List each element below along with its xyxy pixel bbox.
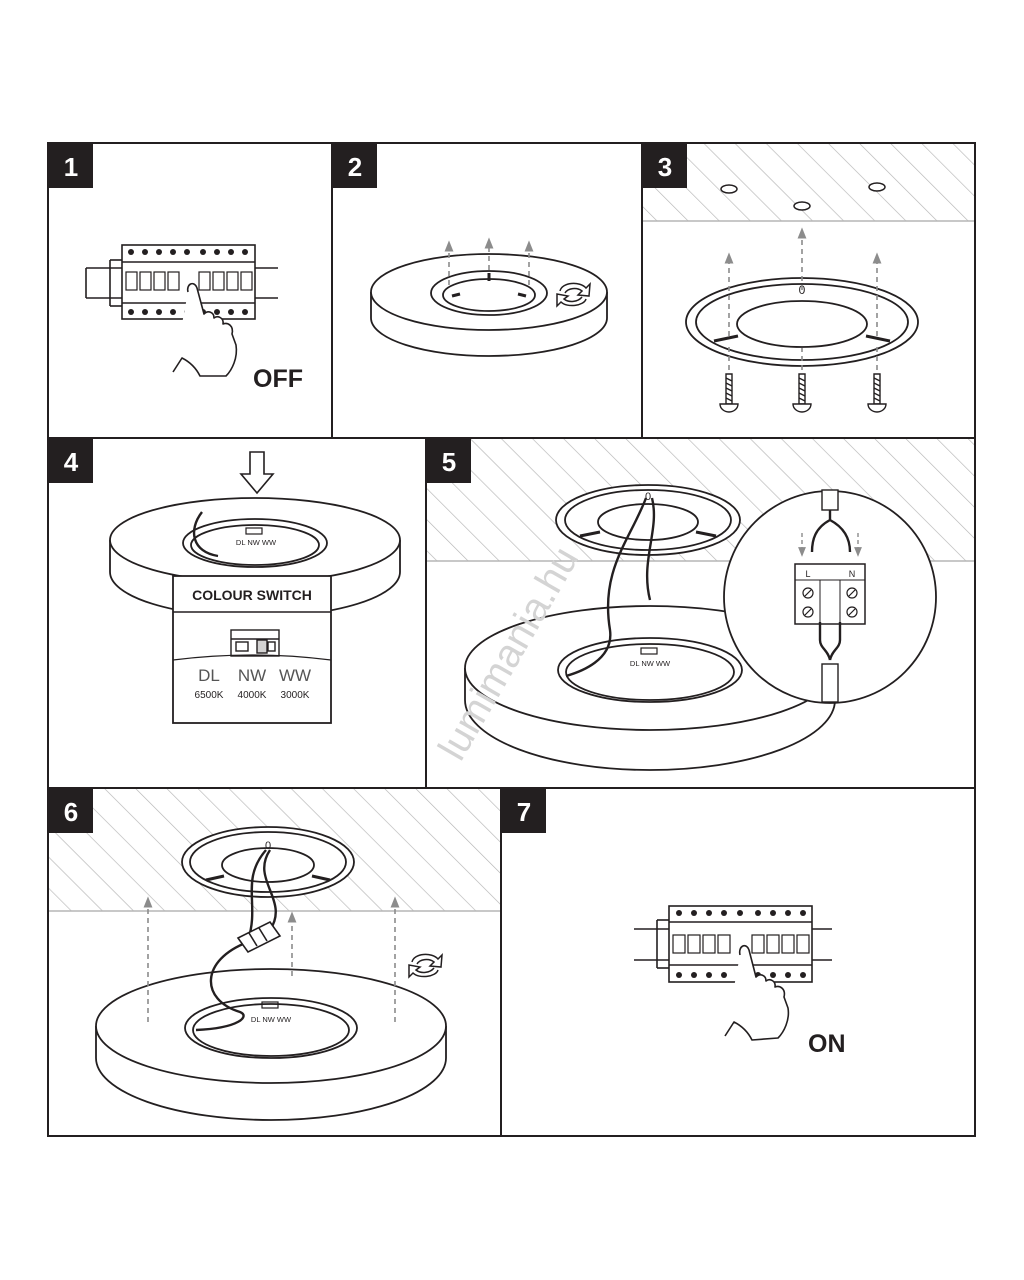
svg-text:0: 0 xyxy=(645,491,651,503)
step-3-number: 3 xyxy=(658,152,672,182)
fixture-switch-label: DL NW WW xyxy=(630,659,671,668)
fixture-switch-label: DL NW WW xyxy=(236,538,277,547)
upward-arrows xyxy=(143,896,400,1022)
step-7-label: ON xyxy=(808,1030,846,1058)
lamp-fixture xyxy=(370,253,608,357)
circuit-breaker-panel-on xyxy=(634,905,832,983)
step-5-number: 5 xyxy=(442,447,456,477)
step-7-badge xyxy=(502,789,546,833)
mode-code-dl: DL xyxy=(198,666,220,685)
svg-text:0: 0 xyxy=(265,840,271,852)
step-4-number: 4 xyxy=(64,447,79,477)
down-arrow-icon xyxy=(239,451,275,495)
screw-icons xyxy=(719,373,887,413)
step-1-label: OFF xyxy=(253,365,303,393)
step-4-panel: 4 DL NW WW COLOUR SWITCH DL xyxy=(49,439,401,724)
mode-temp-dl: 6500K xyxy=(195,690,224,701)
slider-switch-icon xyxy=(230,629,280,657)
rotate-icon xyxy=(408,953,443,979)
step-6-panel: 6 0 DL NW WW xyxy=(49,789,500,1121)
ceiling-holes xyxy=(720,182,886,211)
colour-mode-labels: DL NW WW 6500K 4000K 3000K xyxy=(195,666,312,701)
step-3-panel: 3 0 xyxy=(643,144,974,413)
connected-wires xyxy=(195,849,277,1032)
step-5-badge xyxy=(427,439,471,483)
upward-arrows xyxy=(724,227,882,370)
colour-switch-title: COLOUR SWITCH xyxy=(192,587,312,603)
step-6-number: 6 xyxy=(64,797,78,827)
mode-temp-nw: 4000K xyxy=(238,690,267,701)
fixture-switch-label: DL NW WW xyxy=(251,1015,292,1024)
wire-connector xyxy=(236,920,282,954)
terminal-live-label: L xyxy=(805,569,810,579)
mounting-plate: 0 xyxy=(181,826,355,898)
hand-icon xyxy=(724,944,790,1041)
supply-wires xyxy=(565,497,656,678)
ceiling-hatch xyxy=(643,144,974,221)
step-1-badge xyxy=(49,144,93,188)
hand-icon xyxy=(172,282,238,377)
circuit-breaker-panel-off xyxy=(85,244,278,320)
mode-code-ww: WW xyxy=(279,666,311,685)
rotate-icon xyxy=(556,282,591,308)
step-2-panel: 2 xyxy=(333,144,608,357)
step-1-number: 1 xyxy=(64,152,78,182)
mode-temp-ww: 3000K xyxy=(281,690,310,701)
step-6-badge xyxy=(49,789,93,833)
step-7-panel: 7 xyxy=(502,789,846,1058)
mode-code-nw: NW xyxy=(238,666,266,685)
step-7-number: 7 xyxy=(517,797,531,827)
step-2-badge xyxy=(333,144,377,188)
terminal-neutral-label: N xyxy=(849,569,856,579)
step-4-badge xyxy=(49,439,93,483)
lamp-fixture xyxy=(95,968,447,1121)
terminal-block-detail: L N xyxy=(723,489,937,704)
upward-arrows xyxy=(444,237,534,285)
colour-switch-card: COLOUR SWITCH DL NW WW 6500K 4000K 3000K xyxy=(172,575,332,724)
mounting-plate: 0 xyxy=(685,277,919,367)
step-3-badge xyxy=(643,144,687,188)
step-5-panel: 5 0 DL NW WW xyxy=(427,439,974,771)
mounting-plate: 0 xyxy=(555,484,741,556)
step-1-panel: 1 xyxy=(49,144,303,393)
panel-grid xyxy=(47,142,976,1137)
step-2-number: 2 xyxy=(348,152,362,182)
